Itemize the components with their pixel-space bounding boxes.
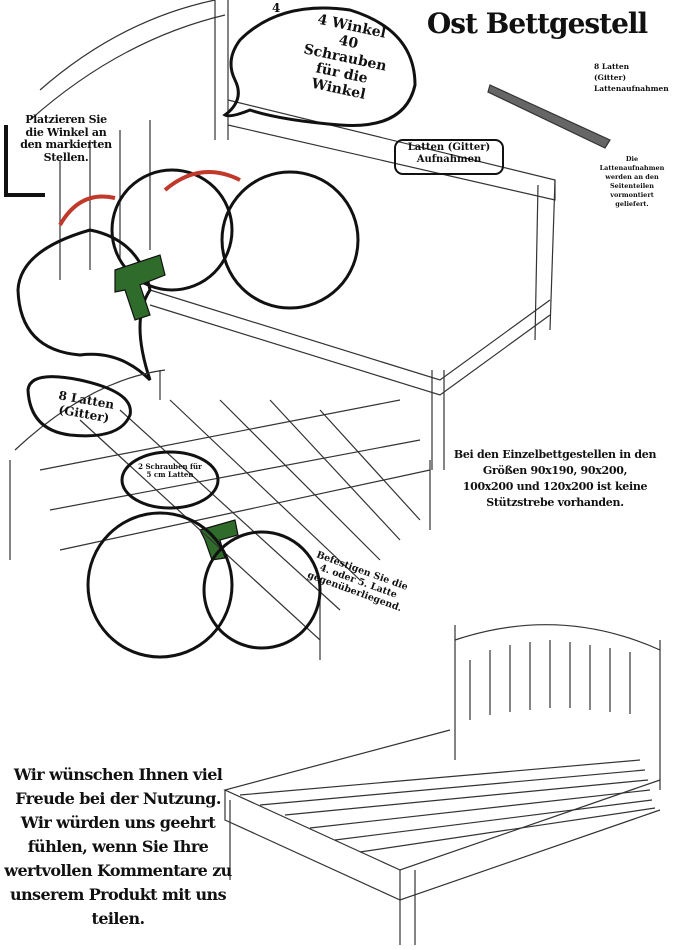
message-line: fühlen, wenn Sie Ihre <box>27 837 209 856</box>
red-arrows <box>58 170 241 227</box>
title-text: Ost Bettgestell <box>426 7 648 40</box>
message-line: wertvollen Kommentare zu <box>4 861 232 880</box>
note-line: Seitenteilen <box>609 182 655 191</box>
message-line: Wir würden uns geehrt <box>20 813 216 832</box>
message-line: Freude bei der Nutzung. <box>15 789 221 808</box>
note-line: 100x200 und 120x200 ist keine <box>462 479 648 493</box>
note-line: werden an den <box>605 173 659 182</box>
zoom-circles-step1 <box>16 168 360 382</box>
bracket-number-text: 4 <box>272 1 281 15</box>
bed-frame-final <box>223 624 661 945</box>
premounted-note: Die Lattenaufnahmen werden an den Seiten… <box>590 155 674 210</box>
message-line: Wir wünschen Ihnen viel <box>13 765 223 784</box>
bed-frame-step1 <box>29 0 556 470</box>
zoom-circles-step2 <box>26 375 322 659</box>
note-line: vormontiert <box>610 191 654 200</box>
note-line: Stützstrebe vorhanden. <box>486 495 624 509</box>
note-line: den markierten <box>20 138 112 152</box>
screws-per-slat-callout: 2 Schrauben für 5 cm Latten <box>130 462 210 480</box>
callout-line: 2 Schrauben für <box>138 462 202 471</box>
note-line: Bei den Einzelbettgestellen in den <box>453 448 657 461</box>
label-line: Latten (Gitter) <box>407 142 491 153</box>
speech-bubbles <box>4 6 504 197</box>
message-line: teilen. <box>91 909 146 928</box>
note-line: geliefert. <box>615 200 649 209</box>
place-brackets-note: Platzieren Sie die Winkel an den markier… <box>10 113 122 165</box>
label-line: Aufnahmen <box>416 153 482 165</box>
note-line: Stellen. <box>43 150 89 164</box>
label-line: (Gitter) <box>594 72 627 82</box>
single-bed-note: Bei den Einzelbettgestellen in den Größe… <box>436 447 674 511</box>
note-line: Platzieren Sie <box>25 113 107 126</box>
note-line: Die <box>625 155 639 163</box>
note-line: Größen 90x190, 90x200, <box>482 463 628 477</box>
closing-message: Wir wünschen Ihnen viel Freude bei der N… <box>0 763 236 931</box>
page-title: Ost Bettgestell <box>402 7 672 40</box>
message-line: unserem Produkt mit uns <box>9 885 227 904</box>
label-line: Lattenaufnahmen <box>594 83 669 93</box>
slat-holders-count: 8 Latten (Gitter) Lattenaufnahmen <box>594 62 669 95</box>
callout-line: 5 cm Latten <box>146 470 194 480</box>
bracket-number: 4 <box>272 1 281 16</box>
note-line: Lattenaufnahmen <box>599 164 665 173</box>
slat-holders-label: Latten (Gitter) Aufnahmen <box>397 142 501 165</box>
label-line: 8 Latten <box>594 62 630 71</box>
slat-holder <box>487 84 611 149</box>
note-line: die Winkel an <box>25 125 107 139</box>
